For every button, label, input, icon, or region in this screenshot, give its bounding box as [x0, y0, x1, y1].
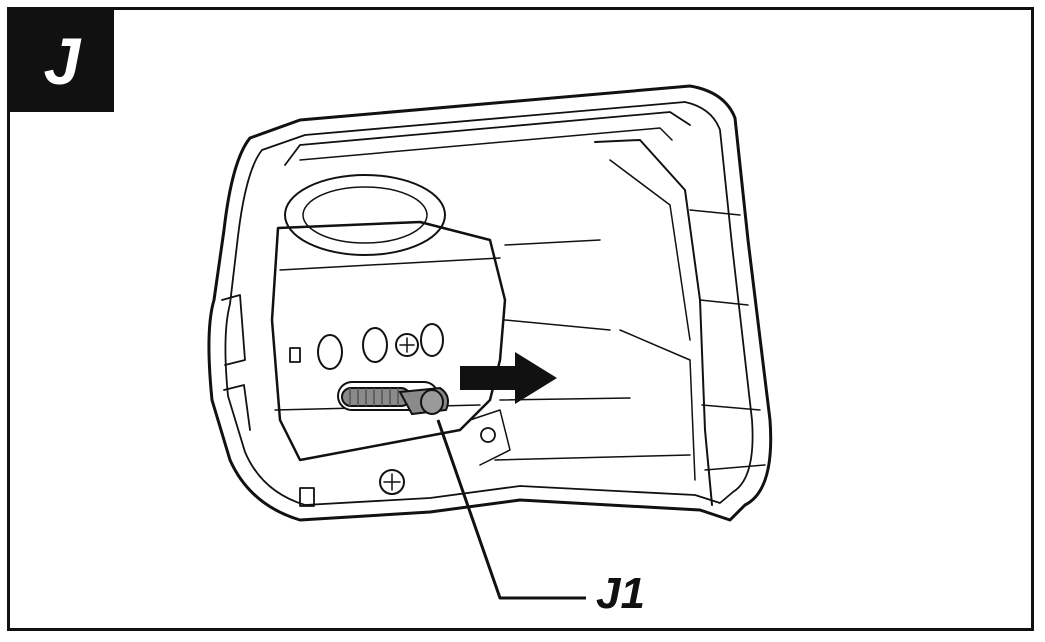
housing-inner-rim	[224, 101, 754, 506]
rear-panel	[594, 139, 713, 506]
housing-outline	[207, 84, 773, 522]
callout-label-j1: J1	[596, 569, 645, 618]
move-right-arrow-icon	[460, 352, 557, 404]
cover-plate	[270, 220, 507, 462]
bulb-socket	[284, 174, 446, 256]
adjustment-lever	[337, 381, 449, 416]
top-rail	[284, 111, 691, 166]
screw-icon	[379, 469, 405, 495]
diagram-frame	[7, 7, 1034, 631]
callout-leader	[436, 419, 586, 600]
screw-icon	[395, 333, 419, 357]
adjuster-hole	[362, 327, 388, 363]
step-badge: J	[10, 10, 114, 112]
adjuster-hole	[317, 334, 343, 370]
adjuster-hole	[420, 323, 444, 357]
step-letter: J	[43, 24, 81, 98]
